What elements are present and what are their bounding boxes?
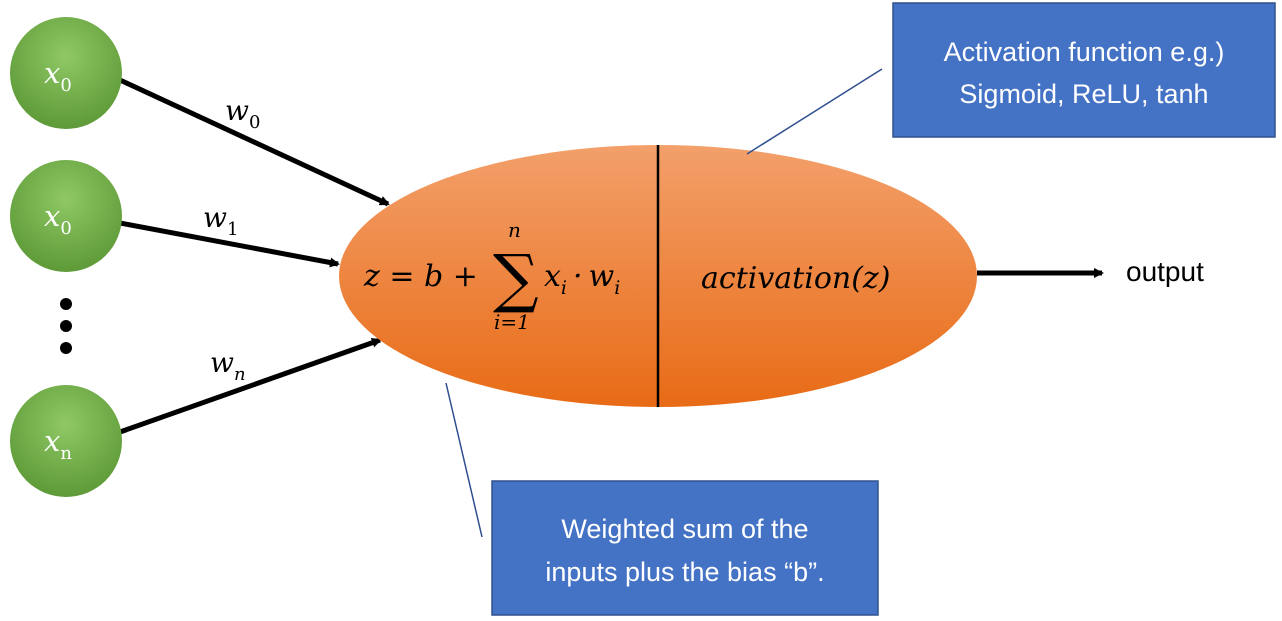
connection-arrow-n: [119, 337, 382, 435]
sum-symbol: ∑: [493, 242, 539, 316]
formula-dot: ·: [573, 259, 583, 294]
input-1-sub: 0: [60, 218, 71, 239]
weighted-sum-callout-line-1: Weighted sum of the: [561, 514, 808, 544]
activation-callout-leader: [746, 68, 883, 155]
input-n-base: x: [44, 424, 60, 458]
weight-1-base: w: [203, 201, 227, 234]
svg-text:x0: x0: [44, 56, 72, 96]
weighted-sum-callout: Weighted sum of the inputs plus the bias…: [491, 480, 879, 616]
activation-callout: Activation function e.g.) Sigmoid, ReLU,…: [892, 2, 1276, 138]
input-0-base: x: [44, 56, 60, 90]
weighted-sum-callout-line-2: inputs plus the bias “b”.: [545, 557, 824, 587]
input-node-n: xn: [10, 385, 122, 497]
formula-w-sub: i: [614, 277, 620, 299]
svg-text:xn: xn: [44, 424, 72, 464]
weighted-sum-formula: z = b + ∑ n i=1 xi·wi: [363, 218, 620, 334]
input-n-sub: n: [60, 443, 72, 464]
formula-w: w: [589, 259, 615, 294]
input-1-base: x: [44, 199, 60, 233]
formula-x-sub: i: [561, 277, 567, 299]
input-node-1: x0: [10, 160, 122, 272]
weight-label-n: wn: [210, 346, 246, 385]
neuron-body: [339, 145, 977, 407]
connection-arrow-0: [118, 77, 390, 207]
weight-label-1: w1: [203, 201, 238, 240]
activation-expression: activation(z): [701, 261, 890, 296]
weight-label-0: w0: [225, 94, 260, 133]
ellipsis-dots-icon: [60, 298, 72, 354]
weight-1-sub: 1: [227, 219, 238, 240]
formula-x: x: [544, 259, 561, 294]
svg-text:x0: x0: [44, 199, 72, 239]
weight-n-base: w: [210, 346, 234, 379]
activation-callout-line-2: Sigmoid, ReLU, tanh: [959, 79, 1208, 109]
input-0-sub: 0: [60, 75, 71, 96]
connection-arrow-1: [119, 220, 340, 268]
weight-n-sub: n: [234, 364, 246, 385]
sum-upper-limit: n: [508, 218, 521, 242]
output-label: output: [1126, 256, 1204, 287]
formula-rhs: xi·wi: [544, 259, 620, 299]
formula-lhs: z = b +: [363, 259, 478, 294]
weight-0-base: w: [225, 94, 249, 127]
sum-lower-limit: i=1: [494, 310, 530, 334]
activation-callout-line-1: Activation function e.g.): [944, 37, 1225, 67]
weighted-sum-callout-leader: [445, 382, 483, 538]
weight-0-sub: 0: [249, 112, 260, 133]
input-node-0: x0: [10, 17, 122, 129]
